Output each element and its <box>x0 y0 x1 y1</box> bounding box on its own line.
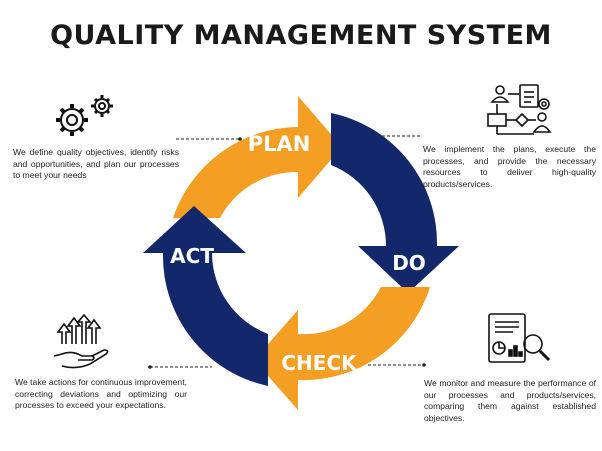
plan-description: We define quality objectives, identify r… <box>13 147 179 181</box>
stage-label-plan: PLAN <box>248 132 311 156</box>
stage-label-do: DO <box>392 251 426 275</box>
check-arrow <box>254 287 430 410</box>
do-description: We implement the plans, execute the proc… <box>423 144 596 189</box>
act-description: We take actions for continuous improveme… <box>15 377 187 411</box>
gears-icon <box>56 95 113 136</box>
process-flowchart-icon <box>487 84 552 135</box>
plan-arrow <box>173 96 342 218</box>
stage-label-act: ACT <box>170 244 214 268</box>
hand-growth-arrows-icon <box>53 314 109 369</box>
stage-label-check: CHECK <box>281 351 358 375</box>
diagram-title: QUALITY MANAGEMENT SYSTEM <box>50 20 552 51</box>
do-arrow <box>331 113 459 293</box>
report-magnifier-icon <box>488 313 551 363</box>
check-description: We monitor and measure the performance o… <box>424 378 596 423</box>
act-arrow <box>143 206 268 386</box>
